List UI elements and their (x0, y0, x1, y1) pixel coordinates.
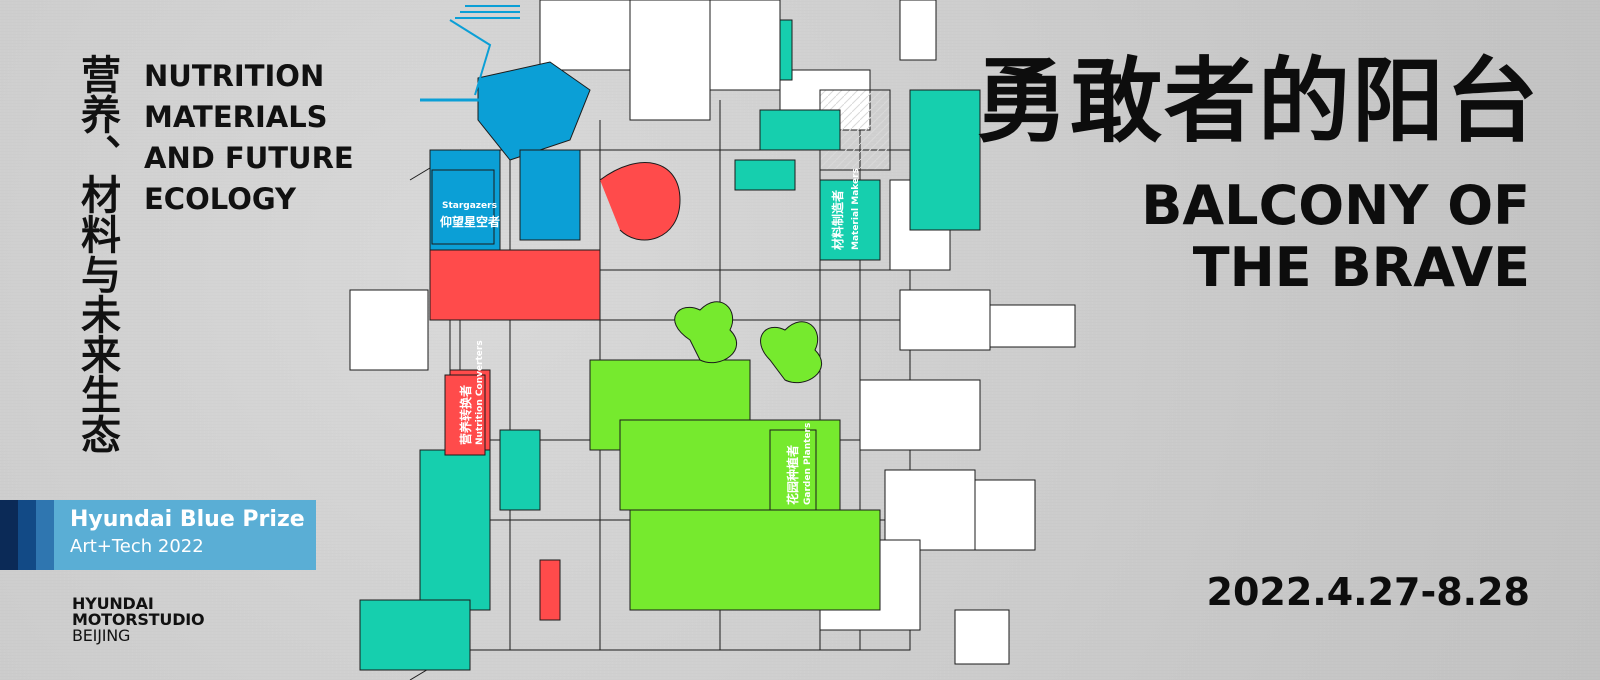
vertical-subtitle-cn: 营养、材料与未来生态 (74, 54, 120, 454)
sign-text: Nutrition Converters (475, 340, 485, 445)
teal-elements (359, 19, 981, 671)
sign-nutrition-converters: 营养转换者 Nutrition Converters (444, 340, 486, 456)
prize-stripe (36, 500, 54, 570)
prize-title: Hyundai Blue Prize (70, 507, 305, 532)
sign-text: 营养转换者 (458, 385, 473, 445)
prize-subtitle: Art+Tech 2022 (70, 536, 204, 557)
date-range: 2022.4.27-8.28 (1206, 570, 1530, 614)
green-elements (589, 301, 881, 611)
illustration-svg: Stargazers 仰望星空者 材料制造者 Material Makers 营… (349, 0, 1076, 680)
main-title-en-line: THE BRAVE (1192, 236, 1530, 299)
prize-stripe (0, 500, 18, 570)
logo-line: BEIJING (72, 626, 131, 645)
sign-stargazers: Stargazers 仰望星空者 (431, 169, 500, 245)
floating-panel (349, 289, 429, 371)
sign-text: Material Makers (851, 168, 861, 250)
sign-text: Garden Planters (803, 423, 813, 505)
logo-line: MOTORSTUDIO (72, 610, 205, 629)
main-title-en-line: BALCONY OF (1141, 174, 1530, 237)
prize-main: Hyundai Blue Prize Art+Tech 2022 (54, 500, 316, 570)
floating-panel (954, 609, 1010, 665)
sign-garden-planters: 花园种植者 Garden Planters (769, 423, 817, 511)
sign-text: 仰望星空者 (440, 214, 500, 229)
balcony-illustration: Stargazers 仰望星空者 材料制造者 Material Makers 营… (300, 0, 1120, 680)
floating-panel (964, 479, 1036, 551)
prize-stripe (18, 500, 36, 570)
subtitle-en-line: ECOLOGY (144, 182, 297, 216)
logo-line: HYUNDAI (72, 594, 154, 613)
subtitle-en-line: MATERIALS (144, 100, 328, 134)
motorstudio-logo: HYUNDAI MOTORSTUDIO BEIJING (72, 596, 222, 644)
sign-material-makers: 材料制造者 Material Makers (819, 168, 881, 261)
antenna (449, 5, 520, 96)
subtitle-en: NUTRITION MATERIALS AND FUTURE ECOLOGY (144, 56, 354, 220)
sign-text: Stargazers (442, 201, 497, 211)
subtitle-en-line: NUTRITION (144, 59, 325, 93)
sign-text: 材料制造者 (830, 190, 845, 251)
main-title-en: BALCONY OF THE BRAVE (1141, 175, 1530, 299)
main-title-cn: 勇敢者的阳台 (975, 48, 1540, 155)
floating-panel (899, 0, 937, 61)
prize-badge: Hyundai Blue Prize Art+Tech 2022 (0, 500, 316, 570)
subtitle-en-line: AND FUTURE (144, 141, 354, 175)
sign-text: 花园种植者 (785, 445, 800, 505)
